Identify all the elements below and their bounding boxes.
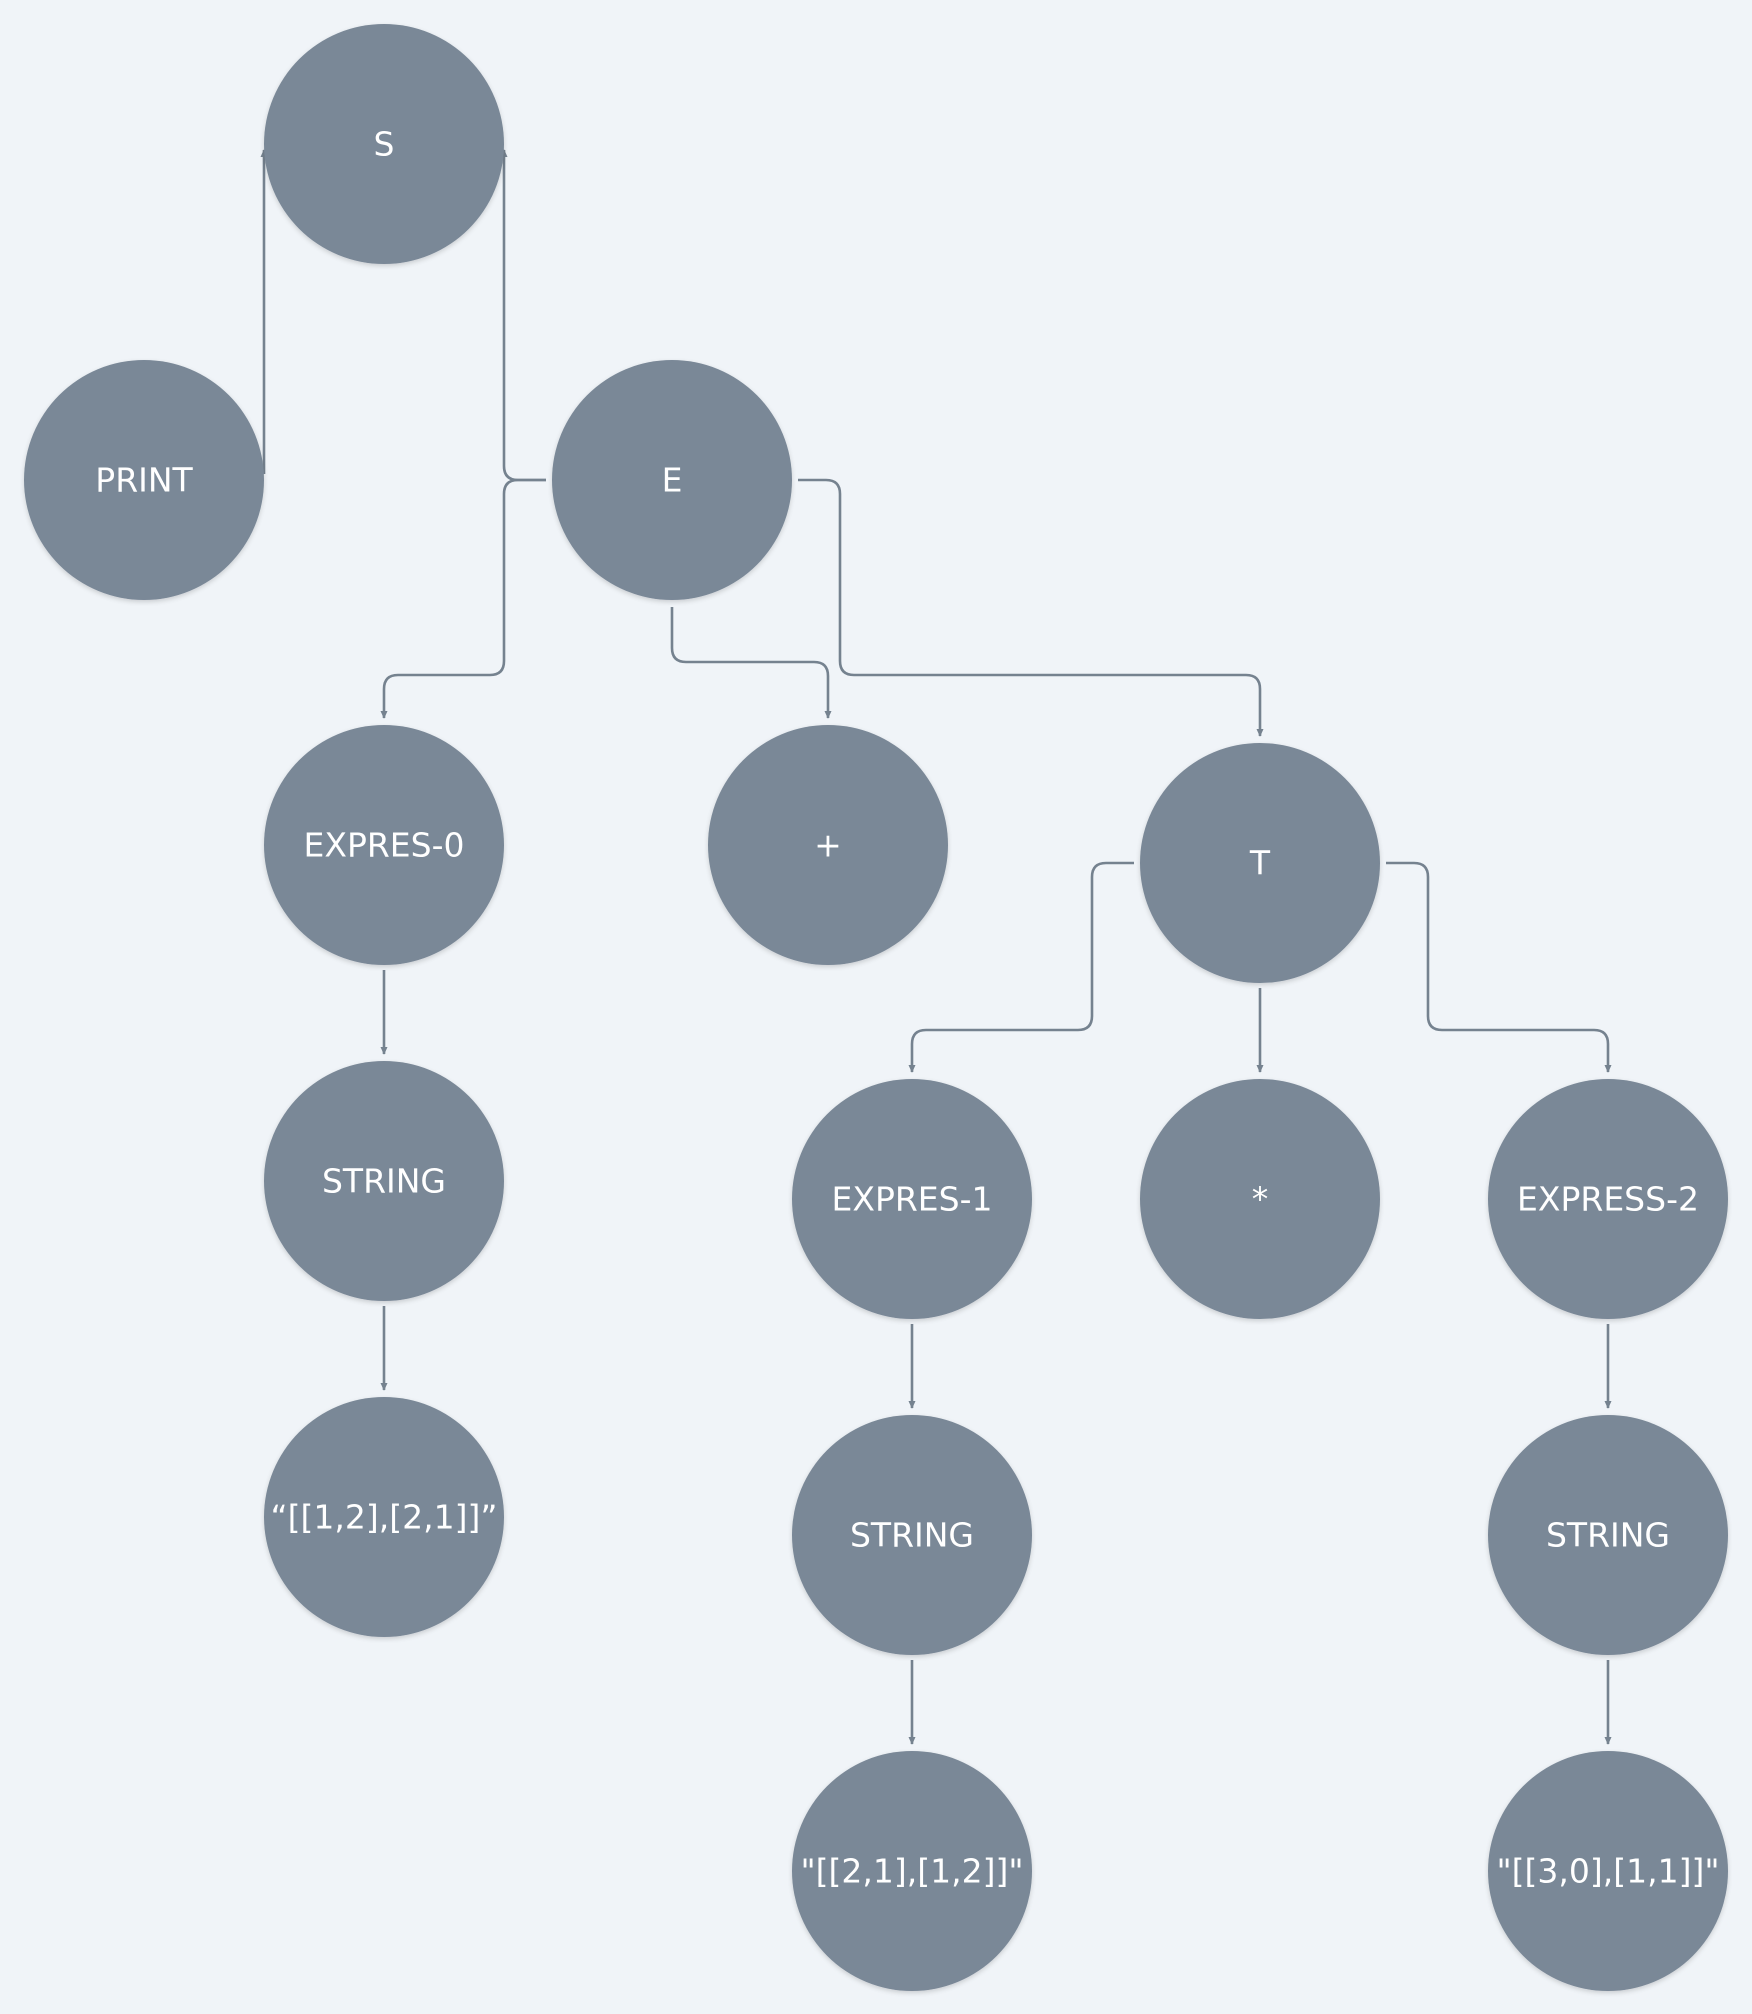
node-circle bbox=[264, 24, 504, 264]
node-expres0: EXPRES-0 bbox=[264, 725, 504, 965]
node-circle bbox=[264, 725, 504, 965]
node-label: + bbox=[814, 826, 842, 865]
edge-e-to-expres0 bbox=[380, 478, 546, 719]
node-string2: STRING bbox=[1488, 1415, 1728, 1655]
node-print: PRINT bbox=[24, 360, 264, 600]
node-star: * bbox=[1140, 1079, 1380, 1319]
node-label: EXPRES-1 bbox=[832, 1180, 993, 1219]
node-string0: STRING bbox=[264, 1061, 504, 1301]
node-circle bbox=[264, 1061, 504, 1301]
node-circle bbox=[792, 1415, 1032, 1655]
edge-t-to-express2 bbox=[1386, 861, 1612, 1073]
node-label: "[[3,0],[1,1]]" bbox=[1496, 1852, 1719, 1891]
edges bbox=[260, 149, 1612, 1745]
node-label: * bbox=[1252, 1180, 1269, 1219]
node-label: STRING bbox=[850, 1516, 974, 1555]
node-label: "[[2,1],[1,2]]" bbox=[800, 1852, 1023, 1891]
edge-e-to-t bbox=[798, 478, 1264, 737]
edge-e-to-s bbox=[500, 149, 546, 482]
edge-e-to-plus bbox=[670, 607, 832, 719]
node-label: STRING bbox=[322, 1162, 446, 1201]
node-label: E bbox=[662, 461, 683, 500]
node-expres1: EXPRES-1 bbox=[792, 1079, 1032, 1319]
nodes: S PRINT E EXPRES-0 + T STRING “[[1,2],[2,1]]” EX… bbox=[24, 24, 1728, 1991]
node-str0: “[[1,2],[2,1]]” bbox=[264, 1397, 504, 1637]
node-express2: EXPRESS-2 bbox=[1488, 1079, 1728, 1319]
node-circle bbox=[792, 1079, 1032, 1319]
node-label: S bbox=[374, 125, 395, 164]
node-circle bbox=[792, 1751, 1032, 1991]
node-s: S bbox=[264, 24, 504, 264]
node-label: PRINT bbox=[95, 461, 193, 500]
node-label: EXPRES-0 bbox=[304, 826, 465, 865]
node-string1: STRING bbox=[792, 1415, 1032, 1655]
node-circle bbox=[1140, 1079, 1380, 1319]
node-label: “[[1,2],[2,1]]” bbox=[271, 1498, 498, 1537]
node-circle bbox=[264, 1397, 504, 1637]
node-circle bbox=[1140, 743, 1380, 983]
node-circle bbox=[1488, 1415, 1728, 1655]
node-circle bbox=[1488, 1751, 1728, 1991]
node-label: T bbox=[1249, 844, 1271, 883]
node-circle bbox=[552, 360, 792, 600]
node-t: T bbox=[1140, 743, 1380, 983]
edge-t-to-expres1 bbox=[908, 861, 1134, 1073]
node-circle bbox=[1488, 1079, 1728, 1319]
node-circle bbox=[708, 725, 948, 965]
node-e: E bbox=[552, 360, 792, 600]
node-label: STRING bbox=[1546, 1516, 1670, 1555]
node-circle bbox=[24, 360, 264, 600]
node-str1: "[[2,1],[1,2]]" bbox=[792, 1751, 1032, 1991]
node-label: EXPRESS-2 bbox=[1517, 1180, 1699, 1219]
node-plus: + bbox=[708, 725, 948, 965]
node-str2: "[[3,0],[1,1]]" bbox=[1488, 1751, 1728, 1991]
